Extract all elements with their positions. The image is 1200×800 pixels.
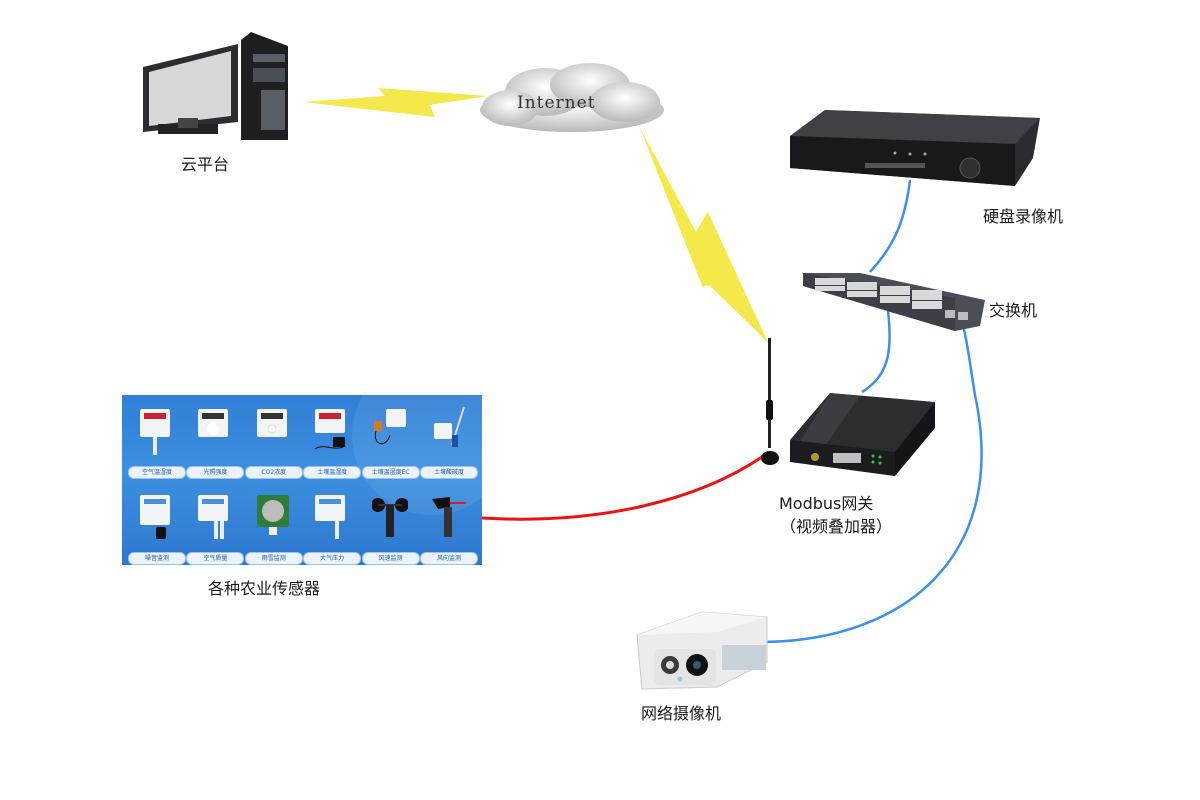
wireless-link-cloud-platform-internet xyxy=(303,88,488,117)
wireless-link-bolt-segment xyxy=(640,128,768,343)
switch-node[interactable] xyxy=(800,268,985,333)
gateway-router-icon xyxy=(790,393,935,476)
sensor-tag: 土壤温湿度EC xyxy=(361,466,420,479)
sensor-item[interactable]: 土壤酸碱度 xyxy=(419,401,478,479)
sensor-tag: 空气质量 xyxy=(186,552,245,565)
sensor-item[interactable]: 风向监测 xyxy=(419,487,478,565)
cloud-icon xyxy=(480,63,664,132)
sensor-item[interactable]: 土壤温湿度EC xyxy=(361,401,420,479)
camera-node[interactable] xyxy=(632,607,772,695)
gateway-label-line2: （视频叠加器） xyxy=(780,517,893,536)
sensor-tag: 土壤温湿度 xyxy=(303,466,362,479)
bullet-camera-icon xyxy=(636,611,768,690)
sensor-device-icon xyxy=(198,409,229,437)
sensor-device-icon xyxy=(256,409,287,437)
sensor-device-icon xyxy=(373,409,406,445)
ethernet-link-switch-nvr xyxy=(869,179,912,273)
sensor-row-1: 空气温湿度 光照强度 CO2浓度 土壤温湿度 土壤温湿度EC 土壤酸碱度 xyxy=(128,401,478,479)
sensor-item[interactable]: 雨雪监测 xyxy=(244,487,303,565)
internet-label: Internet xyxy=(517,93,596,113)
cloud-platform-label: 云平台 xyxy=(181,155,230,174)
sensor-item[interactable]: 光照强度 xyxy=(186,401,245,479)
cloud-platform-node[interactable] xyxy=(143,32,293,142)
sensor-device-icon xyxy=(315,495,346,539)
sensor-device-icon xyxy=(433,406,465,447)
network-switch-icon xyxy=(803,273,985,331)
sensor-tag: 噪音监测 xyxy=(128,552,186,565)
sensor-panel[interactable]: 空气温湿度 光照强度 CO2浓度 土壤温湿度 土壤温湿度EC 土壤酸碱度 噪音监… xyxy=(122,395,482,565)
antenna xyxy=(760,338,780,468)
sensor-tag: CO2浓度 xyxy=(244,466,303,479)
sensor-device-icon xyxy=(140,409,170,455)
sensor-device-icon xyxy=(256,495,289,535)
sensor-tag: 风向监测 xyxy=(419,552,478,565)
sensor-device-icon xyxy=(140,495,170,539)
anemometer-icon xyxy=(371,498,408,537)
sensor-item[interactable]: 风速监测 xyxy=(361,487,420,565)
sensor-row-2: 噪音监测 空气质量 雨雪监测 大气压力 风速监测 风向监测 xyxy=(128,487,478,565)
sensor-device-icon xyxy=(198,495,229,539)
sensor-device-icon xyxy=(314,409,346,450)
sensor-tag: 雨雪监测 xyxy=(244,552,303,565)
sensor-item[interactable]: 空气温湿度 xyxy=(128,401,186,479)
sensor-item[interactable]: 空气质量 xyxy=(186,487,245,565)
ethernet-link-gateway-switch xyxy=(861,309,891,394)
wind-vane-icon xyxy=(431,497,466,537)
antenna-icon xyxy=(761,338,779,465)
desktop-computer-icon xyxy=(143,32,288,140)
gateway-node[interactable] xyxy=(785,390,940,478)
ethernet-link-camera-switch xyxy=(764,324,983,644)
nvr-recorder-icon xyxy=(790,110,1040,186)
sensor-item[interactable]: 土壤温湿度 xyxy=(303,401,362,479)
sensor-tag: 大气压力 xyxy=(303,552,362,565)
sensor-tag: 空气温湿度 xyxy=(128,466,186,479)
switch-label: 交换机 xyxy=(989,301,1038,320)
sensor-item[interactable]: 噪音监测 xyxy=(128,487,186,565)
sensor-item[interactable]: 大气压力 xyxy=(303,487,362,565)
sensor-tag: 光照强度 xyxy=(186,466,245,479)
camera-label: 网络摄像机 xyxy=(641,704,722,723)
gateway-label-line1: Modbus网关 xyxy=(779,494,874,513)
sensor-item[interactable]: CO2浓度 xyxy=(244,401,303,479)
sensor-tag: 土壤酸碱度 xyxy=(419,466,478,479)
sensors-label: 各种农业传感器 xyxy=(208,579,321,598)
sensor-tag: 风速监测 xyxy=(361,552,420,565)
nvr-label: 硬盘录像机 xyxy=(983,207,1064,226)
serial-link-sensors-gateway xyxy=(481,453,766,521)
nvr-node[interactable] xyxy=(785,108,1045,198)
internet-node[interactable]: Internet xyxy=(475,60,670,140)
